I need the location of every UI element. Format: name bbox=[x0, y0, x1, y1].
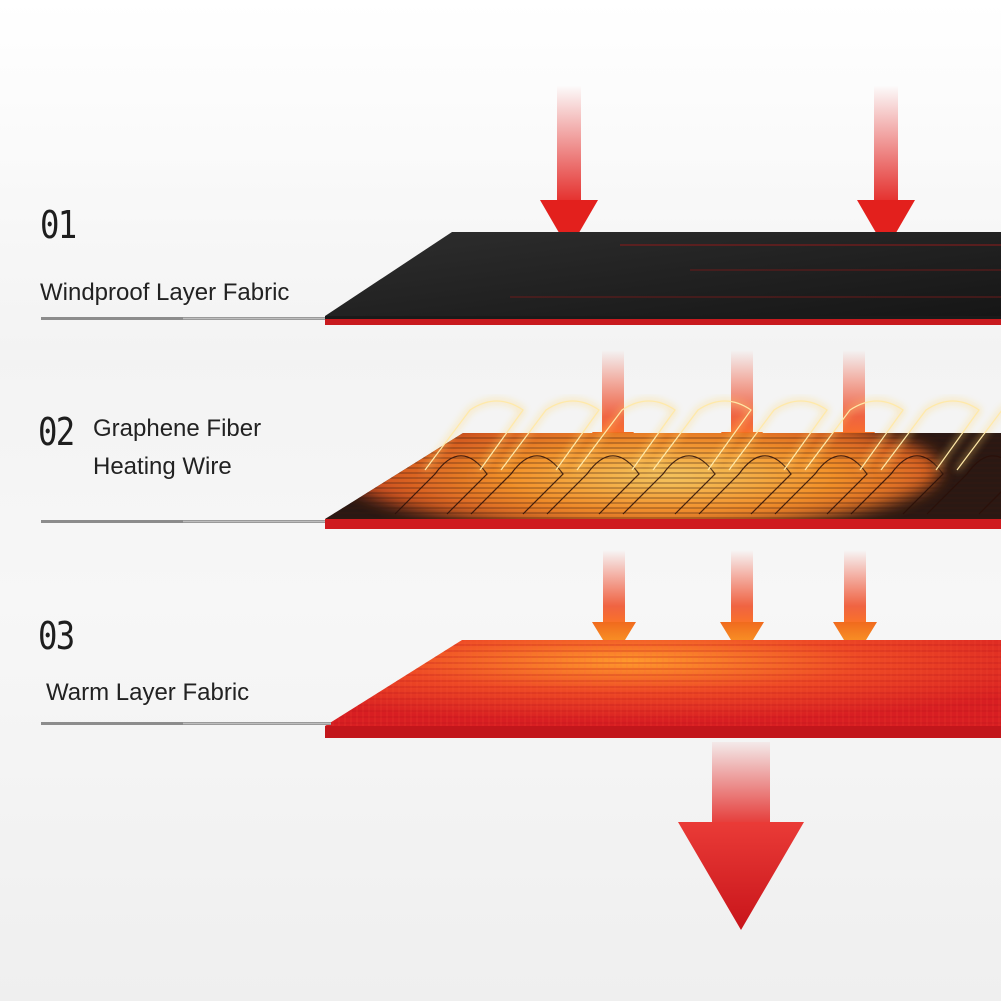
leader-line-01 bbox=[41, 317, 325, 320]
layer-label-windproof: Windproof Layer Fabric bbox=[40, 279, 290, 306]
arrow-head bbox=[857, 200, 915, 250]
windproof-layer bbox=[325, 232, 1001, 325]
arrow-shaft bbox=[557, 85, 581, 205]
layer-number-01: 01 bbox=[40, 203, 77, 247]
leader-line-02 bbox=[41, 520, 325, 523]
layer-number-03: 03 bbox=[38, 614, 75, 658]
layer-label-graphene-line1: Graphene Fiber bbox=[93, 415, 262, 442]
layer-number-02: 02 bbox=[38, 410, 75, 454]
leader-line-03 bbox=[41, 722, 331, 725]
heating-layer bbox=[325, 399, 1001, 529]
incoming-arrows-top bbox=[540, 85, 915, 250]
layer-label-warm: Warm Layer Fabric bbox=[46, 679, 250, 706]
outgoing-heat-arrow bbox=[678, 742, 804, 930]
warm-layer bbox=[325, 640, 1001, 738]
arrow-shaft bbox=[874, 85, 898, 205]
layer-label-graphene-line2: Heating Wire bbox=[93, 453, 232, 480]
arrow-head bbox=[540, 200, 598, 250]
